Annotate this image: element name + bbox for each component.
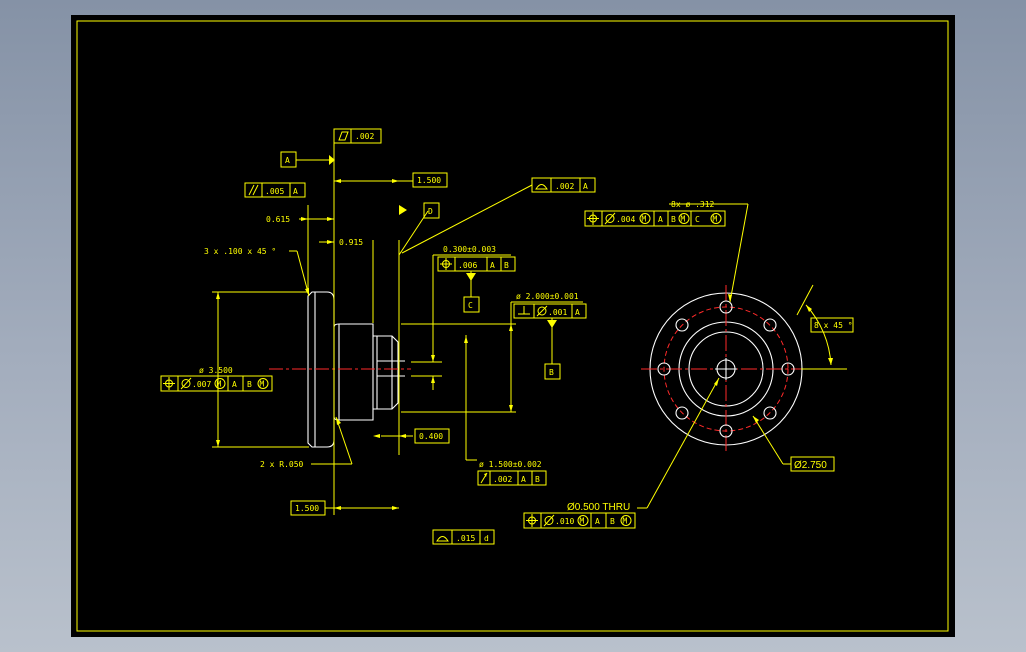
- dim-0915: 0.915: [339, 238, 363, 247]
- tp-holes-ref3mod: M: [713, 215, 718, 224]
- profile-bottom-ref: d: [484, 534, 489, 543]
- flatness-value: .002: [355, 132, 374, 141]
- tp-thru-ref1: A: [595, 517, 600, 526]
- datum-a-label: A: [285, 156, 290, 165]
- tp-center-ref1: A: [490, 261, 495, 270]
- runout-ref1: A: [521, 475, 526, 484]
- dim-bc: Ø2.750: [794, 460, 827, 471]
- tp-thru-ref2: B: [610, 517, 615, 526]
- tp-thru-value: .010: [555, 517, 574, 526]
- hub-outline: [333, 323, 374, 421]
- tp-holes-ref2: B: [671, 215, 676, 224]
- tp-holes-value: .004: [616, 215, 635, 224]
- tp-holes-ref3: C: [695, 215, 700, 224]
- side-view-dims: A .002 1.500 D .005 A 0.615: [160, 128, 596, 545]
- perp-value: .001: [548, 308, 567, 317]
- tp-left-ref1: A: [232, 380, 237, 389]
- front-view-part: [641, 285, 811, 453]
- dim-slot-width: 0.300±0.003: [443, 245, 496, 254]
- parallel-ref: A: [293, 187, 298, 196]
- dim-dia-3500: ø 3.500: [199, 366, 233, 375]
- parallel-value: .005: [265, 187, 284, 196]
- dim-0400: 0.400: [419, 432, 443, 441]
- datum-b-label: B: [549, 368, 554, 377]
- dim-0615: 0.615: [266, 215, 290, 224]
- tp-holes-ref2mod: M: [681, 215, 686, 224]
- datum-d-label: D: [428, 207, 433, 216]
- tp-thru-mod: M: [580, 517, 585, 526]
- dim-angle: 8 x 45 °: [814, 321, 853, 330]
- side-view-part: [269, 291, 411, 448]
- front-view-dims: 8x ø .312 .004 M A B M C M 8 x 45 °: [523, 200, 854, 529]
- tp-center-value: .006: [458, 261, 477, 270]
- perp-ref: A: [575, 308, 580, 317]
- tp-holes-ref1: A: [658, 215, 663, 224]
- runout-value: .002: [493, 475, 512, 484]
- engineering-drawing: A .002 1.500 D .005 A 0.615: [76, 20, 949, 632]
- dim-dia-1500: ø 1.500±0.002: [479, 460, 542, 469]
- profile-top-value: .002: [555, 182, 574, 191]
- tp-center-ref2: B: [504, 261, 509, 270]
- pilot-outline: [373, 335, 399, 410]
- dim-thru: Ø0.500 THRU: [567, 502, 630, 513]
- dim-chamfer: 3 x .100 x 45 °: [204, 247, 276, 256]
- tp-left-ref2mod: M: [260, 380, 265, 389]
- tp-left-ref2: B: [247, 380, 252, 389]
- dim-len-bottom: 1.500: [295, 504, 319, 513]
- dim-len-top: 1.500: [417, 176, 441, 185]
- dim-radius: 2 x R.050: [260, 460, 304, 469]
- profile-top-ref: A: [583, 182, 588, 191]
- datum-c-label: C: [468, 301, 473, 310]
- tp-thru-ref2mod: M: [623, 517, 628, 526]
- bolt-holes: [657, 300, 795, 438]
- tp-left-value: .007: [192, 380, 211, 389]
- profile-bottom-value: .015: [456, 534, 475, 543]
- sheet-border: [76, 20, 949, 632]
- tp-holes-mod: M: [642, 215, 647, 224]
- runout-ref2: B: [535, 475, 540, 484]
- drawing-sheet: A .002 1.500 D .005 A 0.615: [71, 15, 955, 637]
- tp-left-mod: M: [217, 380, 222, 389]
- dim-dia-2000: ø 2.000±0.001: [516, 292, 579, 301]
